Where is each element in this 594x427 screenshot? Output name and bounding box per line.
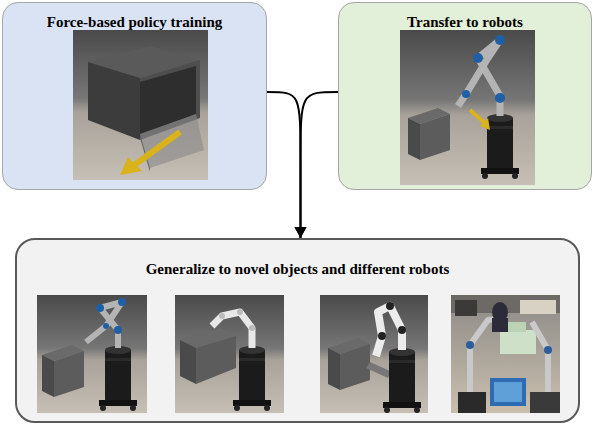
franka-robot-scene-part: [376, 306, 402, 356]
training-scene: [73, 30, 208, 180]
ur-robot-scene-part: [103, 323, 109, 329]
franka-robot-scene-part: [320, 295, 428, 413]
transfer-scene-part: [473, 53, 483, 63]
ur-robot-scene-part: [114, 326, 122, 334]
real-robot-photo-part: [455, 300, 477, 316]
arrow-head: [295, 227, 307, 238]
ur-robot-scene-part: [42, 345, 84, 397]
kinova-robot-scene-part: [249, 325, 255, 331]
ur-robot-scene-part: [99, 346, 137, 411]
transfer-scene-part: [481, 114, 519, 179]
real-robot-photo-part: [492, 318, 508, 332]
kinova-robot-scene-part: [233, 346, 271, 411]
franka-robot-scene-part: [398, 326, 406, 334]
real-robot-photo: [451, 295, 560, 413]
ur-robot-scene-part: [37, 295, 147, 413]
kinova-robot-scene: [175, 295, 284, 413]
training-scene-part: [88, 62, 140, 140]
real-robot-photo-part: [532, 322, 548, 392]
real-robot-photo-part: [451, 295, 560, 413]
transfer-scene-part: [495, 93, 505, 103]
transfer-scene-part: [495, 35, 505, 45]
real-robot-photo-part: [494, 382, 522, 402]
real-robot-photo-part: [500, 330, 536, 354]
kinova-robot-scene-part: [219, 313, 225, 319]
transfer-scene-part: [470, 110, 486, 124]
kinova-robot-scene-part: [175, 295, 284, 413]
panel-title: Generalize to novel objects and differen…: [17, 260, 578, 278]
arrow-head: [295, 227, 307, 238]
panel-title: Force-based policy training: [3, 13, 266, 31]
kinova-robot-scene-part: [196, 336, 236, 384]
ur-robot-scene: [37, 295, 147, 413]
training-scene-part: [120, 157, 142, 175]
franka-robot-scene: [320, 295, 428, 413]
kinova-robot-scene-part: [212, 312, 252, 348]
training-scene-part: [133, 132, 180, 166]
transfer-scene-part: [408, 108, 450, 160]
ur-robot-scene-part: [86, 302, 122, 348]
real-robot-photo-part: [520, 300, 556, 314]
franka-robot-scene-part: [366, 362, 392, 378]
real-robot-photo-part: [544, 346, 552, 354]
training-scene-part: [73, 30, 208, 180]
real-robot-photo-part: [466, 341, 474, 349]
connector: [267, 92, 301, 238]
kinova-robot-scene-part: [180, 340, 196, 384]
ur-robot-scene-part: [118, 298, 126, 306]
transfer-scene-part: [462, 90, 470, 98]
connector: [301, 92, 339, 238]
transfer-scene-part: [480, 118, 490, 130]
franka-robot-scene-part: [378, 332, 386, 340]
real-robot-photo-part: [490, 378, 526, 406]
transfer-scene-part: [400, 30, 535, 185]
kinova-robot-scene-part: [237, 309, 243, 315]
transfer-scene: [400, 30, 535, 185]
franka-robot-scene-part: [386, 302, 394, 310]
real-robot-photo-part: [530, 392, 560, 413]
ur-robot-scene-part: [96, 304, 104, 312]
franka-robot-scene-part: [328, 338, 370, 390]
franka-robot-scene-part: [383, 348, 421, 413]
transfer-scene-part: [458, 40, 500, 116]
real-robot-photo-part: [506, 322, 526, 332]
real-robot-photo-part: [458, 392, 486, 413]
panel-title: Transfer to robots: [339, 13, 591, 31]
